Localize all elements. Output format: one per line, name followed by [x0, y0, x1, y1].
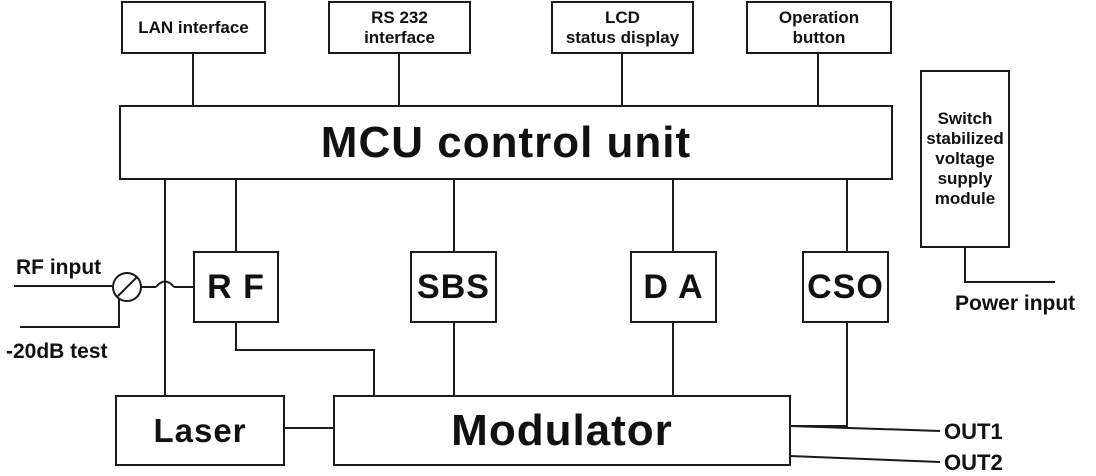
laser-label: Laser — [153, 411, 247, 449]
rs232-interface-label: RS 232 interface — [364, 7, 435, 47]
test-port-line — [20, 299, 120, 328]
mcu-control-unit-box: MCU control unit — [119, 105, 893, 180]
out1-line — [789, 425, 941, 432]
da-module-label: D A — [643, 267, 704, 306]
rf-to-modulator-line — [235, 322, 375, 396]
modulator-box: Modulator — [333, 395, 791, 466]
operation-button-box: Operation button — [746, 1, 892, 54]
cso-to-output-line — [790, 322, 848, 427]
sbs-module-label: SBS — [417, 267, 490, 306]
sbs-module-box: SBS — [410, 251, 497, 323]
laser-box: Laser — [115, 395, 285, 466]
modulator-label: Modulator — [451, 405, 673, 455]
operation-button-label: Operation button — [778, 7, 860, 47]
cso-module-box: CSO — [802, 251, 889, 323]
rf-module-box: R F — [193, 251, 279, 323]
power-supply-module-box: Switch stabilized voltage supply module — [920, 70, 1010, 248]
rs232-interface-box: RS 232 interface — [328, 1, 471, 54]
rf-module-label: R F — [207, 267, 265, 306]
da-module-box: D A — [630, 251, 717, 323]
test-port-label: -20dB test — [6, 340, 108, 363]
lan-interface-label: LAN interface — [138, 17, 249, 37]
coupler-slash — [116, 276, 138, 298]
crossover-hop — [155, 280, 175, 288]
lcd-status-display-box: LCD status display — [551, 1, 694, 54]
out2-line — [789, 455, 941, 463]
out2-label: OUT2 — [944, 450, 1003, 475]
rf-input-label: RF input — [16, 256, 102, 279]
power-supply-module-label: Switch stabilized voltage supply module — [926, 109, 1004, 208]
power-input-line — [964, 247, 1055, 283]
mcu-control-unit-label: MCU control unit — [320, 117, 692, 167]
lan-interface-box: LAN interface — [121, 1, 266, 54]
out1-label: OUT1 — [944, 419, 1003, 444]
cso-module-label: CSO — [807, 267, 884, 306]
power-input-label: Power input — [955, 292, 1076, 315]
lcd-status-display-label: LCD status display — [565, 7, 680, 47]
